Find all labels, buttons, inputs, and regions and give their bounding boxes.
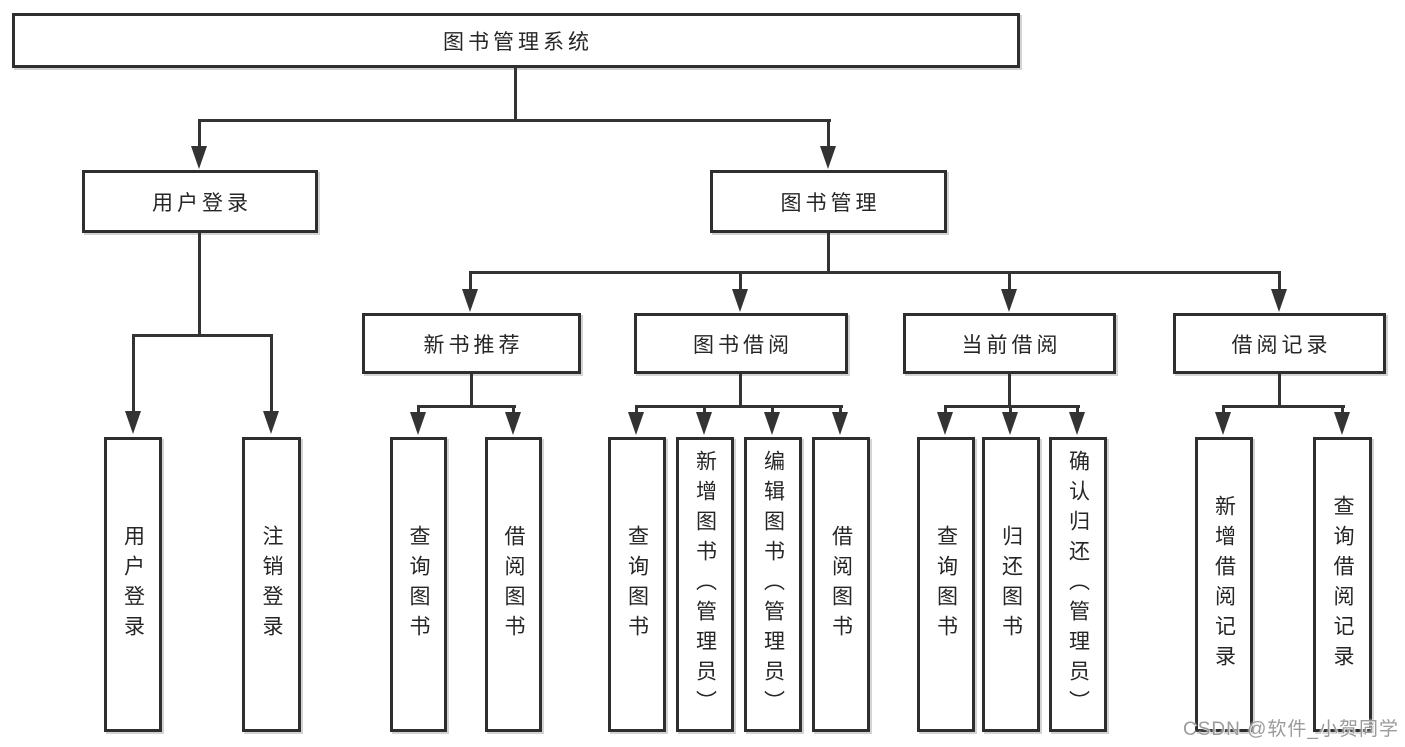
connector-borrow-record-branch [1222,405,1345,408]
leaf-query-book-label: 查询图书 [934,524,958,645]
leaf-borrow-book: 借阅图书 [485,437,542,732]
leaf-borrow-book: 借阅图书 [812,437,870,732]
leaf-query-borrow-record-label: 查询借阅记录 [1331,494,1354,675]
leaf-borrow-book-label: 借阅图书 [502,524,525,645]
leaf-borrow-book-label: 借阅图书 [829,524,853,645]
arrowhead-icon [125,411,141,434]
leaf-query-book-label: 查询图书 [407,524,430,645]
arrowhead-icon [1334,412,1350,435]
leaf-query-book: 查询图书 [608,437,666,732]
leaf-add-book-admin-label: 新增图书（管理员） [693,449,717,720]
connector-user-login-stem [198,233,201,336]
node-current-borrow-label: 当前借阅 [961,333,1062,357]
connector-book-mgmt-stem [827,233,830,274]
arrowhead-icon [462,289,478,312]
arrowhead-icon [628,412,644,435]
arrowhead-icon [191,146,207,169]
leaf-return-book-label: 归还图书 [999,524,1023,645]
connector-root-branch [198,119,831,122]
arrowhead-icon [832,412,848,435]
leaf-query-book: 查询图书 [917,437,975,732]
leaf-query-borrow-record: 查询借阅记录 [1313,437,1372,732]
arrowhead-icon [820,146,836,169]
connector-to-user-login [198,119,201,149]
connector-new-book-stem [470,374,473,408]
arrowhead-icon [732,289,748,312]
connector-user-login-branch [132,334,273,337]
arrowhead-icon [696,412,712,435]
connector-to-leaf [270,334,273,412]
connector-current-borrow-stem [1008,374,1011,408]
connector-to-book-borrow [739,271,742,291]
connector-to-leaf [839,405,842,415]
connector-to-leaf [1222,405,1225,415]
node-user-login: 用户登录 [82,170,318,233]
connector-to-leaf [1009,405,1012,415]
connector-to-book-mgmt [827,119,830,149]
connector-borrow-record-stem [1278,374,1281,408]
leaf-user-login-label: 用户登录 [121,524,145,645]
arrowhead-icon [263,411,279,434]
connector-to-leaf [132,334,135,412]
connector-to-leaf [635,405,638,415]
leaf-logout-label: 注销登录 [260,524,283,645]
leaf-confirm-return-admin: 确认归还（管理员） [1049,437,1107,732]
arrowhead-icon [1001,289,1017,312]
connector-book-borrow-stem [739,374,742,408]
node-library-system-label: 图书管理系统 [443,30,593,54]
connector-book-borrow-branch [635,405,843,408]
leaf-add-book-admin: 新增图书（管理员） [676,437,734,732]
arrowhead-icon [1069,412,1085,435]
leaf-edit-book-admin: 编辑图书（管理员） [744,437,802,732]
connector-to-current-borrow [1008,271,1011,291]
connector-to-leaf [417,405,420,415]
leaf-return-book: 归还图书 [982,437,1040,732]
arrowhead-icon [1215,412,1231,435]
leaf-add-borrow-record-label: 新增借阅记录 [1212,494,1236,675]
connector-to-leaf [703,405,706,415]
leaf-user-login: 用户登录 [104,437,162,732]
node-book-borrow: 图书借阅 [634,313,848,374]
connector-to-leaf [944,405,947,415]
node-current-borrow: 当前借阅 [903,313,1116,374]
leaf-query-book: 查询图书 [390,437,447,732]
connector-root-stem [514,68,517,121]
leaf-logout: 注销登录 [242,437,301,732]
connector-new-book-branch [417,405,516,408]
connector-to-new-book [469,271,472,291]
leaf-query-book-label: 查询图书 [625,524,649,645]
node-new-book-recommend: 新书推荐 [362,313,581,374]
node-borrow-record-label: 借阅记录 [1231,333,1332,357]
csdn-watermark: CSDN @软件_小贺同学 [1183,719,1399,740]
arrowhead-icon [410,412,426,435]
connector-book-mgmt-branch [469,271,1281,274]
node-user-login-label: 用户登录 [152,191,252,215]
node-borrow-record: 借阅记录 [1173,313,1386,374]
node-new-book-recommend-label: 新书推荐 [423,333,524,357]
arrowhead-icon [937,412,953,435]
arrowhead-icon [1002,412,1018,435]
connector-to-leaf [512,405,515,415]
arrowhead-icon [505,412,521,435]
node-book-borrow-label: 图书借阅 [693,333,793,357]
connector-to-leaf [771,405,774,415]
connector-to-leaf [1076,405,1079,415]
connector-to-leaf [1341,405,1344,415]
node-book-management-label: 图书管理 [780,191,881,215]
leaf-add-borrow-record: 新增借阅记录 [1195,437,1253,732]
node-book-management: 图书管理 [710,170,947,233]
connector-current-borrow-branch [944,405,1080,408]
connector-to-borrow-record [1278,271,1281,291]
leaf-edit-book-admin-label: 编辑图书（管理员） [761,449,785,720]
node-library-system: 图书管理系统 [12,13,1020,68]
arrowhead-icon [764,412,780,435]
leaf-confirm-return-admin-label: 确认归还（管理员） [1066,449,1090,720]
arrowhead-icon [1271,289,1287,312]
